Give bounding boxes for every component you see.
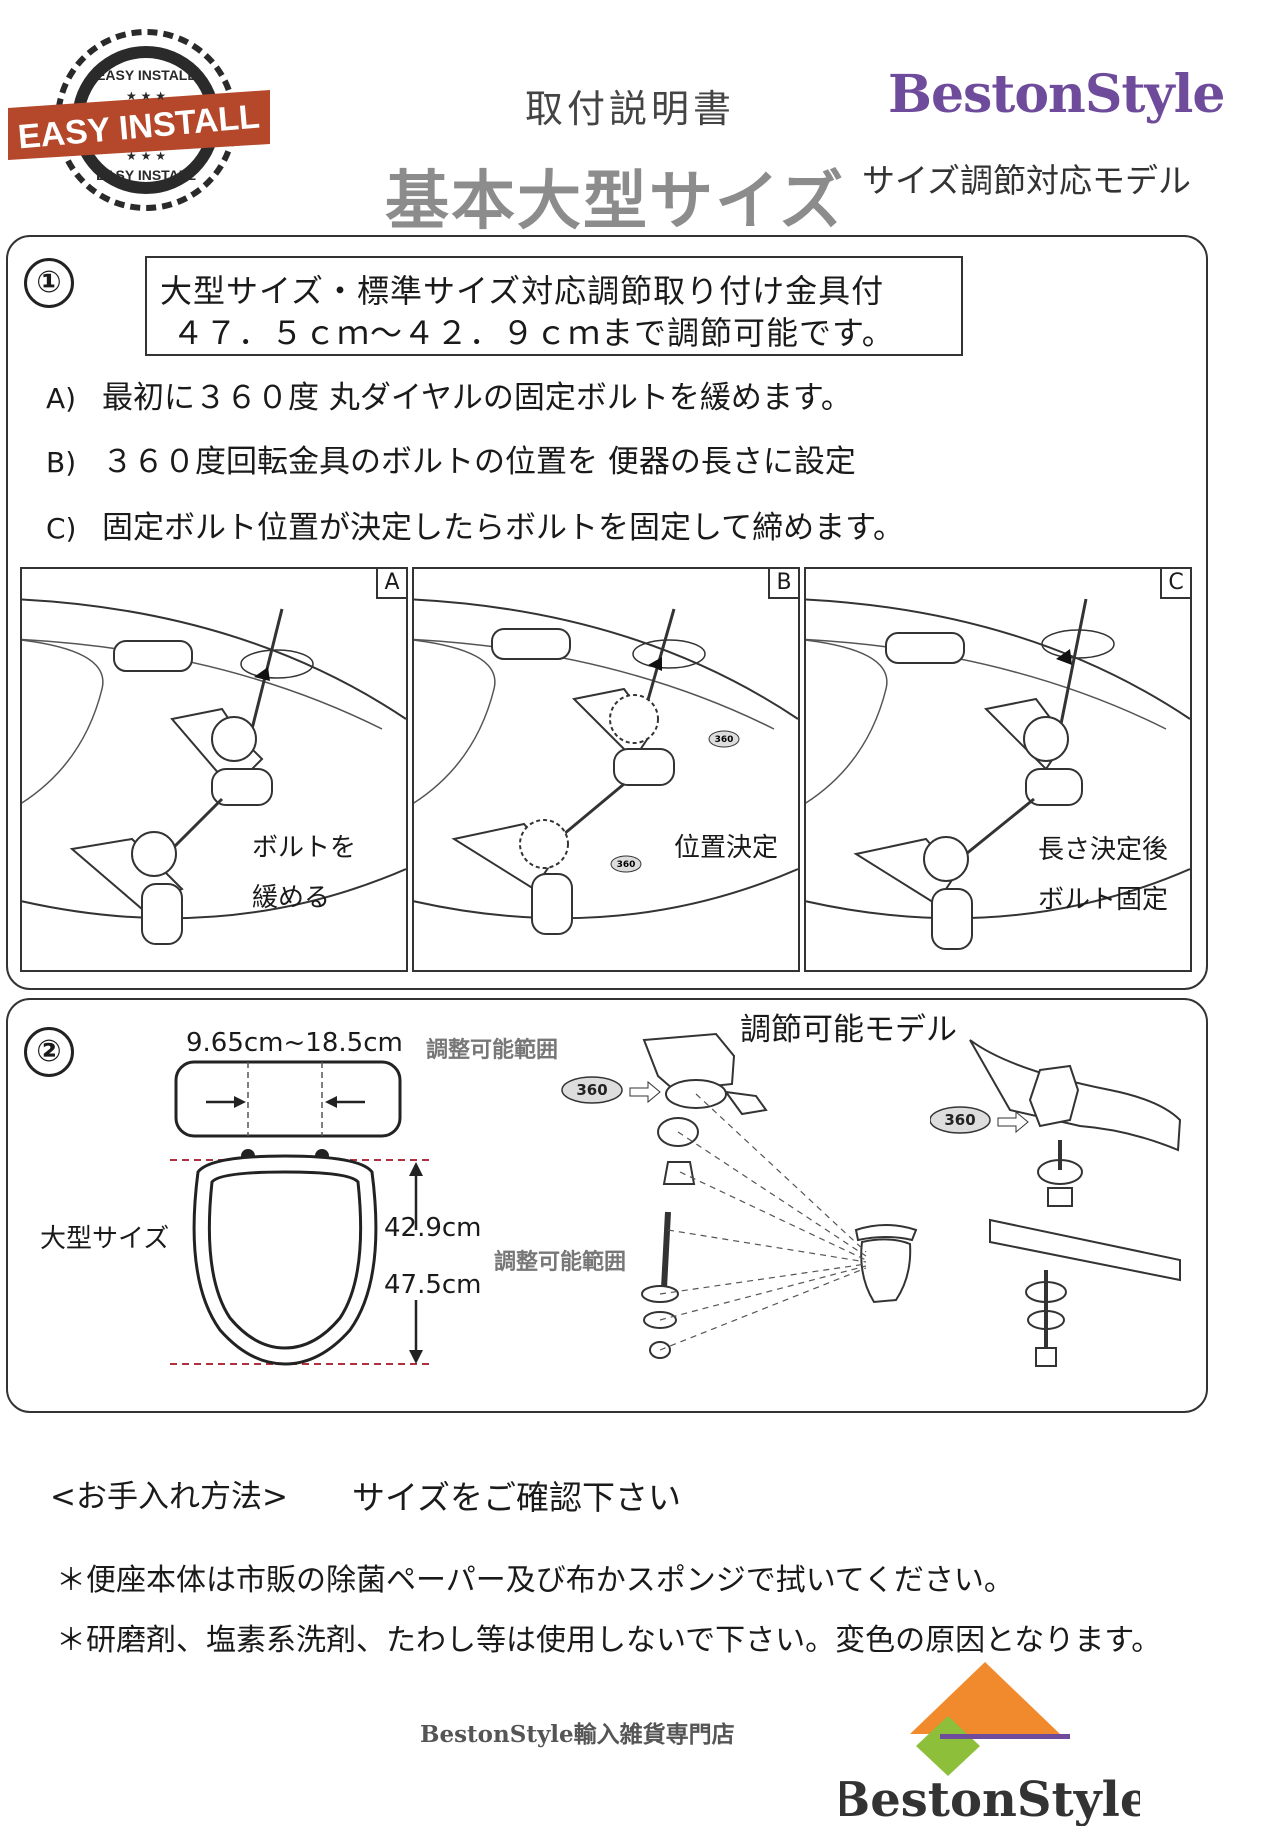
adjust-note-line2: ４７．５ｃｍ～４２．９ｃｍまで調節可能です。 — [172, 314, 895, 352]
badge-text-bottom: EASY INSTALL — [96, 167, 196, 183]
width-range: 9.65cm~18.5cm — [186, 1028, 403, 1058]
seat-size-diagram — [150, 1030, 450, 1380]
badge-360-b1: 360 — [715, 735, 734, 745]
installed-hinge-diagram: 360 — [929, 1030, 1192, 1390]
svg-text:★ ★ ★: ★ ★ ★ — [126, 89, 166, 103]
illustration-b: 360 360 B 位置決定 — [412, 567, 800, 972]
illustration-c: C 長さ決定後 ボルト固定 — [804, 567, 1192, 972]
badge-360-b2: 360 — [617, 860, 636, 870]
illustration-a-caption1: ボルトを — [252, 833, 357, 863]
adjust-note-line1: 大型サイズ・標準サイズ対応調節取り付け金具付 — [160, 272, 885, 310]
illustration-a-caption2: 緩める — [252, 883, 331, 913]
illustration-b-caption1: 位置決定 — [674, 833, 779, 863]
illustration-c-corner: C — [1160, 569, 1190, 599]
step-a-label: A) — [46, 382, 77, 415]
hinge-diagram-a — [22, 598, 406, 945]
illustration-a-corner: A — [376, 569, 406, 599]
section-1-number: ① — [24, 258, 74, 308]
adjust-note-box — [145, 256, 963, 356]
illustration-c-caption1: 長さ決定後 — [1038, 835, 1169, 865]
illustration-b-corner: B — [768, 569, 798, 599]
footer-shop-name: BestonStyle輸入雑貨専門店 — [420, 1721, 735, 1748]
illustration-a: A ボルトを 緩める — [20, 567, 408, 972]
hinge-diagram-b: 360 360 — [414, 598, 798, 935]
exploded-hinge-diagram: 360 — [556, 1030, 936, 1390]
doc-title: 基本大型サイズ — [385, 164, 846, 239]
adjust-range-label: 調整可能範囲 — [426, 1038, 559, 1063]
brand-logo: BestonStyle — [888, 64, 1225, 125]
brand-subtitle: サイズ調節対応モデル — [862, 161, 1192, 200]
hinge-diagram-c — [806, 598, 1190, 950]
adjustable-model-title: 調節可能モデル — [740, 1012, 957, 1048]
doc-subtitle: 取付説明書 — [525, 87, 736, 131]
badge-360-exploded: 360 — [576, 1081, 607, 1099]
care-line-2: ＊研磨剤、塩素系洗剤、たわし等は使用しないで下さい。変色の原因となります。 — [56, 1623, 1162, 1658]
size-check-note: サイズをご確認下さい — [352, 1478, 682, 1517]
length-min: 42.9cm — [384, 1213, 482, 1243]
badge-360-installed: 360 — [944, 1111, 975, 1129]
step-c: C) 固定ボルト位置が決定したらボルトを固定して締めます。 — [46, 502, 904, 547]
easy-install-badge: EASY INSTALL EASY INSTALL EASY INSTALL ★… — [8, 20, 270, 220]
step-a: A) 最初に３６０度 丸ダイヤルの固定ボルトを緩めます。 — [46, 372, 852, 417]
step-a-text: 最初に３６０度 丸ダイヤルの固定ボルトを緩めます。 — [102, 380, 852, 416]
svg-text:★ ★ ★: ★ ★ ★ — [126, 149, 166, 163]
length-max: 47.5cm — [384, 1270, 482, 1300]
step-b: B) ３６０度回転金具のボルトの位置を 便器の長さに設定 — [46, 436, 856, 481]
badge-text-top: EASY INSTALL — [96, 67, 196, 83]
step-c-label: C) — [46, 512, 77, 545]
illustration-c-caption2: ボルト固定 — [1038, 885, 1169, 915]
step-b-label: B) — [46, 446, 77, 479]
step-c-text: 固定ボルト位置が決定したらボルトを固定して締めます。 — [102, 510, 904, 546]
footer-logo-text: BestonStyle — [840, 1772, 1140, 1826]
step-b-text: ３６０度回転金具のボルトの位置を 便器の長さに設定 — [102, 444, 856, 480]
footer-logo: BestonStyle — [830, 1662, 1150, 1828]
care-line-1: ＊便座本体は市販の除菌ペーパー及び布かスポンジで拭いてください。 — [56, 1563, 1014, 1598]
adjust-range-label-2: 調整可能範囲 — [494, 1250, 627, 1275]
section-2-number: ② — [24, 1027, 74, 1077]
size-label: 大型サイズ — [40, 1224, 170, 1254]
care-heading: <お手入れ方法> — [50, 1479, 288, 1515]
